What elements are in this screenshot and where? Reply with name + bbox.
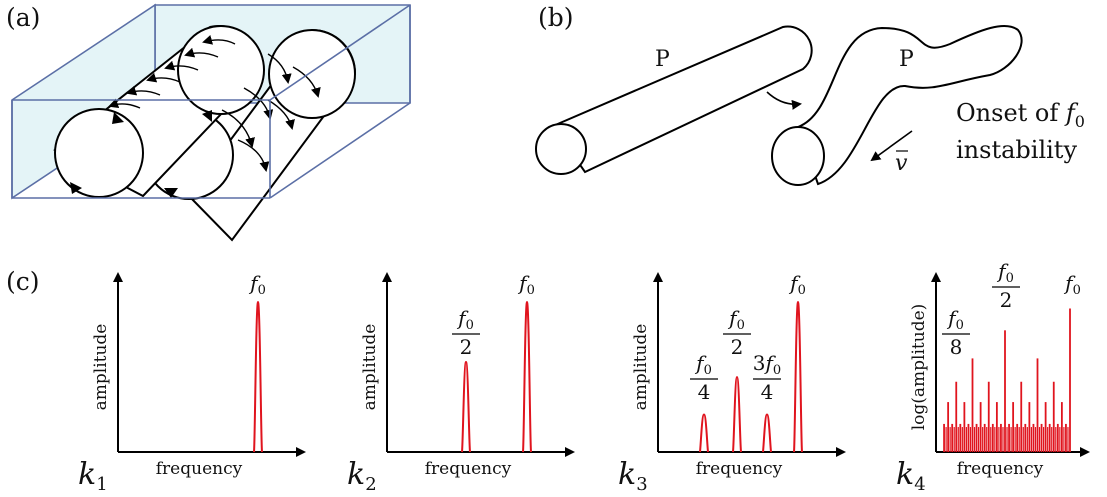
subplot-1: amplitude frequency k1 f0 <box>78 271 306 495</box>
peak-annotation: f0 <box>517 271 535 298</box>
peak <box>253 300 263 453</box>
annotation-numerator: f0 <box>517 271 535 298</box>
pipe1-label: P <box>655 47 670 72</box>
x-axis-label: frequency <box>425 459 512 479</box>
annotation-numerator: f0 <box>788 271 806 298</box>
peak-annotation: f0 <box>248 271 266 298</box>
velocity-label: v <box>895 151 908 176</box>
panel-c-label: (c) <box>6 267 40 296</box>
annotation-numerator: f0 <box>694 351 712 378</box>
annotation-numerator: f0 <box>946 306 964 333</box>
peak <box>461 360 471 453</box>
panel-b: (b) P P Onset of f0 instability v <box>535 3 1085 186</box>
y-axis-label: log(amplitude) <box>909 304 929 431</box>
y-axis-label: amplitude <box>91 324 111 411</box>
straight-pipe <box>535 25 813 175</box>
pipe2-label: P <box>899 47 914 72</box>
flow-arrows <box>108 35 321 172</box>
peak <box>793 300 803 453</box>
wavy-pipe <box>771 25 1023 186</box>
peak <box>699 413 709 453</box>
peak-annotation: f0 <box>788 271 806 298</box>
panel-a-label: (a) <box>6 3 40 32</box>
y-axis-label: amplitude <box>360 324 380 411</box>
annotation-numerator: f0 <box>727 306 745 333</box>
annotation-denominator: 4 <box>761 380 774 404</box>
circulation-arrows <box>70 110 212 198</box>
velocity-arrow <box>870 130 913 162</box>
spectra-subplots: amplitude frequency k1 f0 amplitude frequency… <box>78 259 1090 495</box>
peak <box>762 413 772 453</box>
transition-arrow <box>766 91 802 110</box>
annotation-denominator: 2 <box>460 335 473 359</box>
annotation-numerator: f0 <box>248 271 266 298</box>
peak-annotation: f04 <box>690 351 718 404</box>
annotation-denominator: 4 <box>698 380 711 404</box>
x-axis-label: frequency <box>156 459 243 479</box>
peak-annotation: f02 <box>723 306 751 359</box>
instability-text: instability <box>956 136 1077 164</box>
x-axis-label: frequency <box>696 459 783 479</box>
panel-a: (a) <box>6 3 411 242</box>
k-label: k4 <box>896 457 926 495</box>
k-label: k3 <box>618 457 648 495</box>
annotation-numerator: f0 <box>996 259 1014 286</box>
x-axis-label: frequency <box>957 459 1044 479</box>
onset-text: Onset of f0 <box>956 99 1085 131</box>
roll-cylinder-left <box>53 25 265 198</box>
panel-b-label: (b) <box>538 3 574 32</box>
annotation-numerator: 3f0 <box>753 351 781 378</box>
panel-c: (c) amplitude frequency k1 f0 amplitude frequ… <box>6 259 1090 495</box>
peak-annotation: f02 <box>452 306 480 359</box>
peak-annotation: f02 <box>992 259 1020 312</box>
peak-annotation: f0 <box>1063 271 1081 298</box>
box-front <box>11 4 411 199</box>
peak <box>522 300 532 453</box>
annotation-denominator: 2 <box>731 335 744 359</box>
peak <box>732 375 742 453</box>
k-label: k1 <box>78 457 108 495</box>
annotation-numerator: f0 <box>456 306 474 333</box>
annotation-denominator: 8 <box>950 335 963 359</box>
peak-annotation: f08 <box>942 306 970 359</box>
annotation-numerator: f0 <box>1063 271 1081 298</box>
annotation-denominator: 2 <box>1000 288 1013 312</box>
k-label: k2 <box>347 457 377 495</box>
y-axis-label: amplitude <box>631 324 651 411</box>
